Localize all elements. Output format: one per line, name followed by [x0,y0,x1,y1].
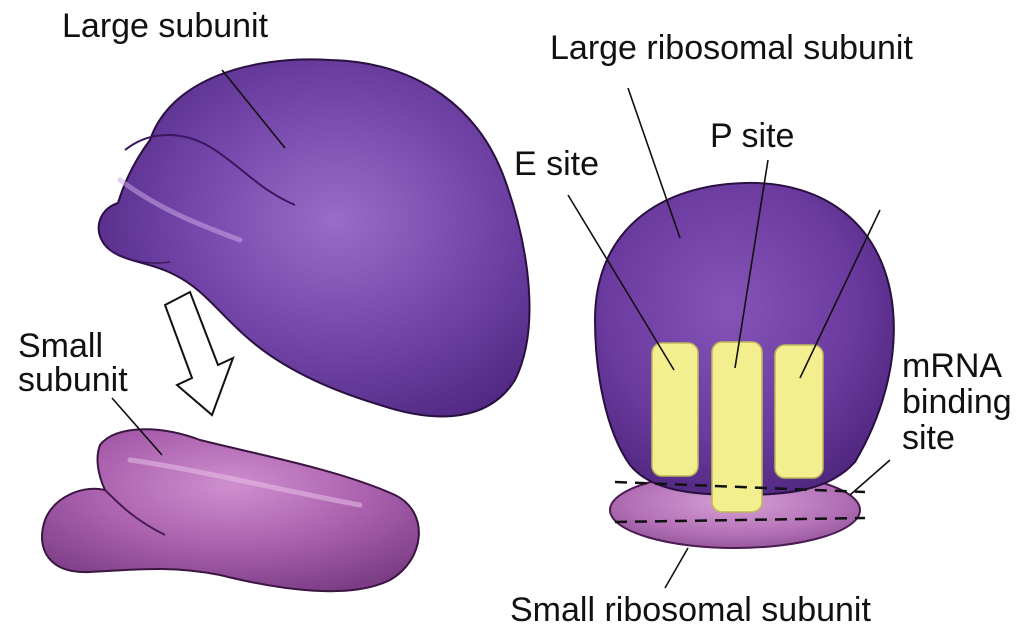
label-small-subunit-line2: subunit [18,362,128,398]
leader-small-ribosomal-subunit [665,548,688,588]
e-site-shape [652,343,698,476]
label-large-subunit: Large subunit [62,8,268,44]
small-subunit-shape [42,429,419,591]
label-small-subunit-line1: Small [18,328,103,364]
label-small-ribosomal-subunit: Small ribosomal subunit [510,592,871,628]
label-large-ribosomal-subunit: Large ribosomal subunit [550,30,913,66]
leader-mrna [850,460,890,495]
label-mrna-line1: mRNA [902,348,1002,384]
a-site-shape [775,345,823,478]
label-p-site: P site [710,118,794,154]
label-e-site: E site [514,146,599,182]
label-mrna-line2: binding [902,384,1012,420]
large-subunit-shape [99,59,530,416]
label-mrna-line3: site [902,420,955,456]
